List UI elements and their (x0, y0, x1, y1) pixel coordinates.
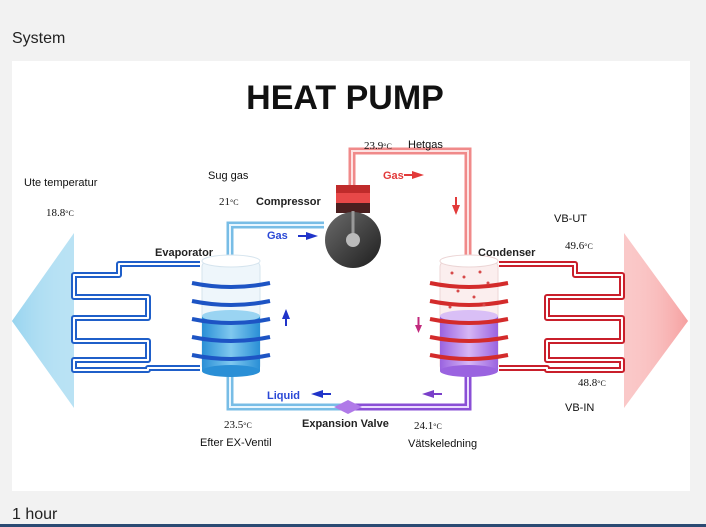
evaporator-label: Evaporator (155, 247, 214, 259)
section-title-system: System (12, 30, 66, 47)
expansion-valve-label: Expansion Valve (302, 418, 389, 430)
compressor-label: Compressor (256, 196, 322, 208)
liquid-line (352, 373, 472, 411)
sug-gas-label: Sug gas (208, 170, 249, 182)
ute-temperatur-value: 18.8°C (46, 207, 74, 219)
heat-pump-diagram: HEAT PUMP (12, 79, 688, 450)
compressor-unit (325, 185, 381, 268)
hetgas-value: 23.9°C (364, 140, 392, 152)
vb-ut-value: 49.6°C (565, 240, 593, 252)
vatskeledning-label: Vätskeledning (408, 438, 477, 450)
hot-flow-arrows (404, 171, 460, 215)
efter-ex-ventil-value: 23.5°C (224, 419, 252, 431)
vatskeledning-value: 24.1°C (414, 420, 442, 432)
vb-in-value: 48.8°C (578, 377, 606, 389)
efter-ex-ventil-label: Efter EX-Ventil (200, 437, 272, 449)
condenser-tank (429, 254, 509, 377)
cold-flow-arrows (282, 232, 331, 398)
section-title-1-hour: 1 hour (12, 506, 58, 523)
vb-in-label: VB-IN (565, 402, 594, 414)
heat-pump-card: HEAT PUMP (12, 61, 690, 491)
diagram-title: HEAT PUMP (246, 79, 444, 117)
condenser-label: Condenser (478, 247, 536, 259)
liquid-label: Liquid (267, 390, 300, 402)
bottom-divider (0, 524, 706, 527)
gas-label-hot: Gas (383, 170, 404, 182)
sug-gas-value: 21°C (219, 196, 239, 208)
evaporator-tank (191, 254, 271, 377)
ute-temperatur-label: Ute temperatur (24, 177, 98, 189)
expansion-valve (334, 400, 362, 414)
hetgas-label: Hetgas (408, 139, 443, 151)
vb-ut-label: VB-UT (554, 213, 587, 225)
gas-label-cold: Gas (267, 230, 288, 242)
